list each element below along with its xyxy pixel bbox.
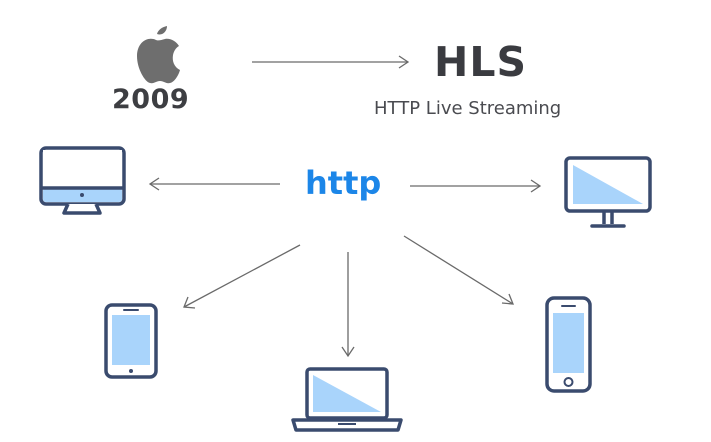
laptop-icon: [291, 367, 403, 432]
arrow-to-laptop: [341, 252, 355, 358]
desktop-monitor-icon: [39, 146, 126, 215]
smartphone-icon: [545, 296, 592, 393]
tv-icon: [564, 156, 652, 228]
hls-title: HLS: [434, 38, 527, 86]
arrow-to-smartphone: [403, 235, 514, 305]
arrow-apple-to-hls: [252, 55, 410, 69]
apple-logo-icon: [137, 26, 180, 84]
hls-full-name: HTTP Live Streaming: [374, 98, 562, 119]
apple-year-label: 2009: [112, 84, 190, 115]
tablet-icon: [104, 303, 158, 379]
arrow-to-tablet: [183, 244, 301, 309]
arrow-to-desktop: [148, 177, 280, 191]
arrow-to-tv: [410, 179, 542, 193]
http-label: http: [305, 164, 382, 202]
